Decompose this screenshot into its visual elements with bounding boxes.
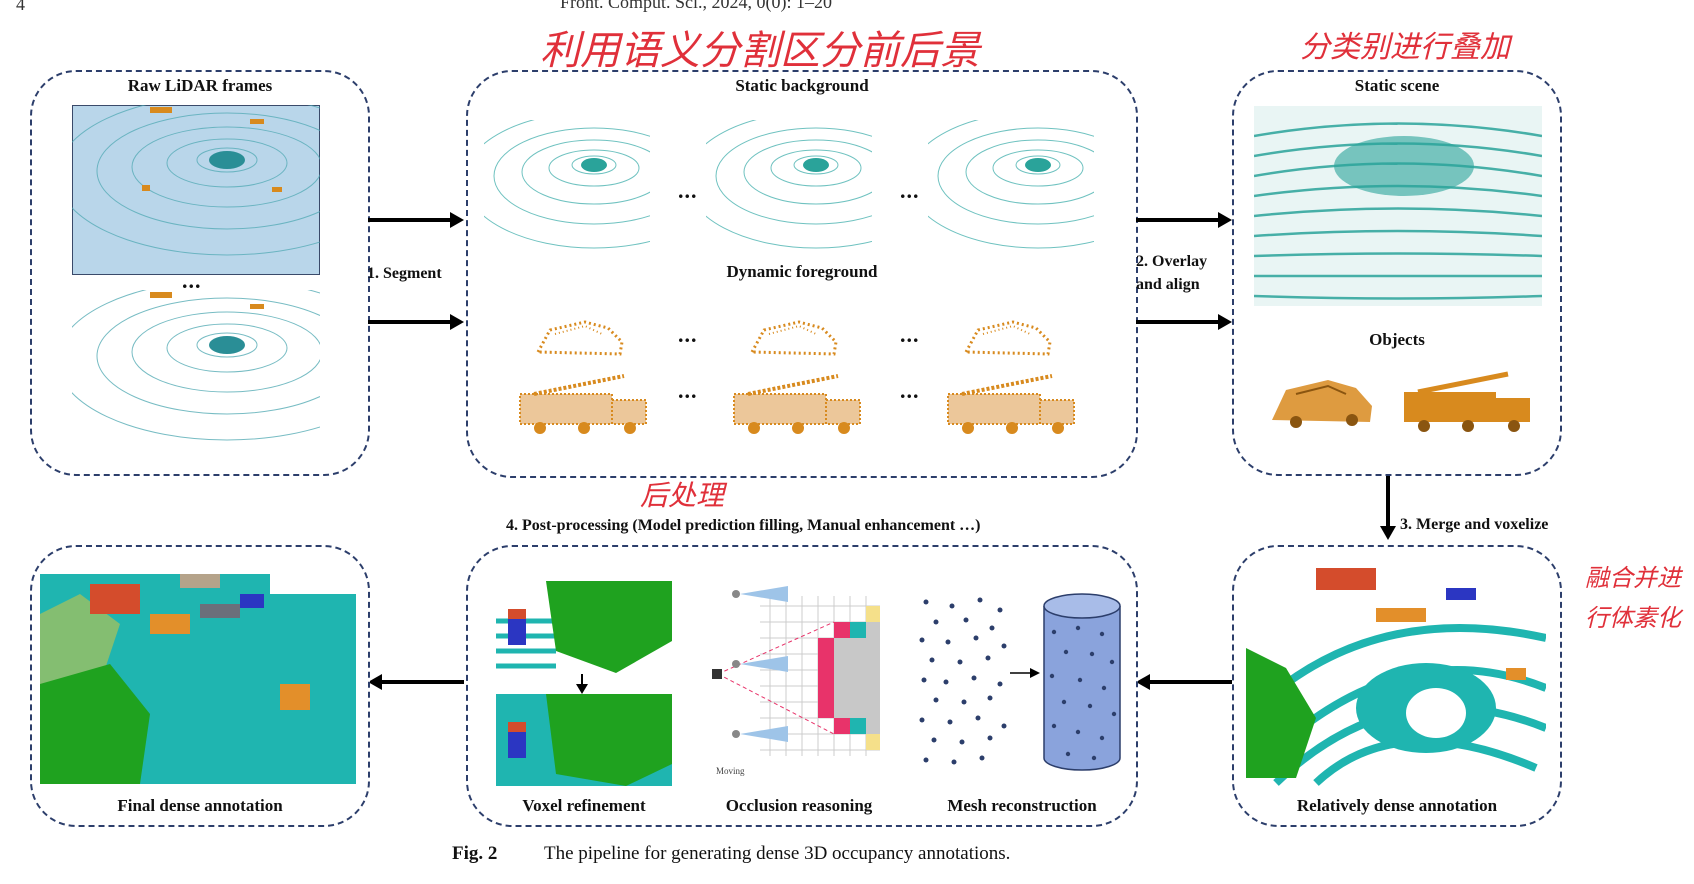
arrow-overlay-top xyxy=(1136,212,1232,228)
annotation-merge-note-1: 融合并进 xyxy=(1585,564,1681,592)
static-ellipsis-1: ... xyxy=(678,178,698,203)
static-bg-image-1 xyxy=(484,120,650,255)
dynamic-foreground-title: Dynamic foreground xyxy=(726,262,878,281)
relative-annotation-title: Relatively dense annotation xyxy=(1296,796,1498,815)
figure-caption-text: The pipeline for generating dense 3D occ… xyxy=(544,843,1011,864)
arrow-merge-down xyxy=(1380,476,1396,540)
voxel-refinement-before xyxy=(496,581,672,673)
annotation-segment-note: 利用语义分割区分前后景 xyxy=(540,28,980,74)
page-number: 4 xyxy=(16,0,25,14)
objects-title: Objects xyxy=(1369,330,1425,349)
dynamic-truck-3 xyxy=(942,370,1082,436)
raw-ellipsis: ... xyxy=(182,268,202,293)
car-ellipsis-1: ... xyxy=(678,322,698,347)
annotation-overlay-note: 分类别进行叠加 xyxy=(1300,30,1510,65)
dynamic-car-3 xyxy=(958,312,1058,364)
static-background-title: Static background xyxy=(735,76,869,95)
arrow-segment-bottom xyxy=(368,314,464,330)
dynamic-car-2 xyxy=(744,312,844,364)
static-scene-image xyxy=(1254,106,1542,306)
mesh-arrow xyxy=(1010,668,1040,678)
static-bg-image-3 xyxy=(928,120,1094,255)
dynamic-car-1 xyxy=(530,312,630,364)
occlusion-reasoning-label: Occlusion reasoning xyxy=(725,796,873,815)
dynamic-truck-1 xyxy=(514,370,654,436)
voxel-refinement-label: Voxel refinement xyxy=(522,796,646,815)
voxel-refinement-after xyxy=(496,694,672,786)
step-segment-label: 1. Segment xyxy=(367,265,442,282)
mesh-point-cloud xyxy=(918,596,1008,766)
truck-ellipsis-1: ... xyxy=(678,378,698,403)
occlusion-moving-label: Moving xyxy=(716,766,745,776)
voxel-refinement-arrow xyxy=(576,674,588,694)
step-overlay-label-2: and align xyxy=(1136,276,1200,293)
figure-caption-label: Fig. 2 xyxy=(452,843,498,864)
journal-header: Front. Comput. Sci., 2024, 0(0): 1–20 xyxy=(560,0,833,12)
annotation-merge-note-2: 行体素化 xyxy=(1585,604,1681,632)
static-ellipsis-2: ... xyxy=(900,178,920,203)
raw-lidar-title: Raw LiDAR frames xyxy=(127,76,273,95)
mesh-reconstruction-label: Mesh reconstruction xyxy=(947,796,1097,815)
static-bg-image-2 xyxy=(706,120,872,255)
arrow-to-final xyxy=(368,674,464,690)
object-truck xyxy=(1398,368,1538,434)
raw-frame-image-1 xyxy=(72,105,320,275)
object-car xyxy=(1266,370,1378,430)
final-annotation-title: Final dense annotation xyxy=(117,796,283,815)
relative-annotation-image xyxy=(1246,568,1546,788)
car-ellipsis-2: ... xyxy=(900,322,920,347)
step-overlay-label-1: 2. Overlay xyxy=(1136,253,1208,270)
arrow-segment-top xyxy=(368,212,464,228)
step-merge-label: 3. Merge and voxelize xyxy=(1400,516,1549,533)
arrow-to-post xyxy=(1136,674,1232,690)
static-scene-title: Static scene xyxy=(1354,76,1440,95)
mesh-cylinder xyxy=(1040,592,1124,772)
truck-ellipsis-2: ... xyxy=(900,378,920,403)
final-annotation-image xyxy=(40,574,356,784)
arrow-overlay-bottom xyxy=(1136,314,1232,330)
raw-frame-image-2 xyxy=(72,290,320,460)
dynamic-truck-2 xyxy=(728,370,868,436)
occlusion-reasoning-diagram xyxy=(710,586,880,786)
annotation-post-note: 后处理 xyxy=(640,479,725,512)
post-processing-title: 4. Post-processing (Model prediction fil… xyxy=(506,517,981,534)
